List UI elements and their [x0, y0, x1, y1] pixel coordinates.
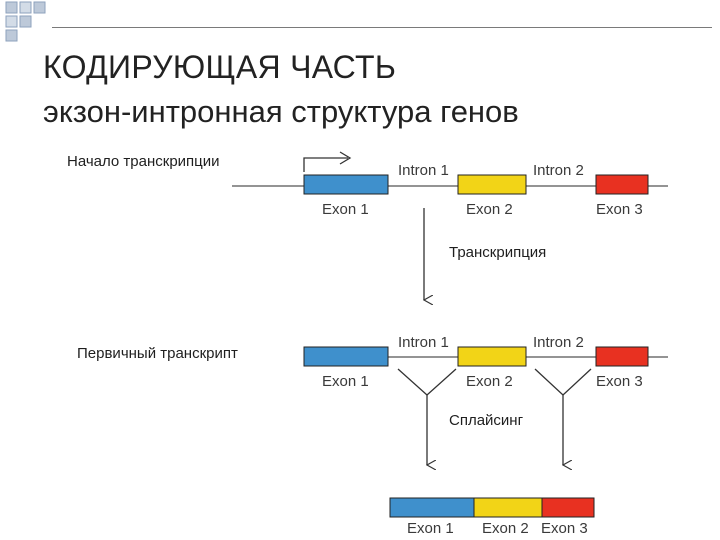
deco-square: [5, 1, 18, 14]
mature-exon3-label: Exon 3: [541, 520, 588, 537]
primary-exon3-label: Exon 3: [596, 373, 643, 390]
deco-square: [33, 1, 46, 14]
splice-junction-intron1: [397, 368, 457, 396]
primary-exon2-box: [457, 346, 527, 367]
mature-exon1-label: Exon 1: [407, 520, 454, 537]
deco-square: [19, 15, 32, 28]
transcription-start-label: Начало транскрипции: [67, 153, 220, 170]
primary-exon1-box: [303, 346, 389, 367]
primary-exon3-box: [595, 346, 649, 367]
gene-exon2-label: Exon 2: [466, 201, 513, 218]
corner-squares-decoration: [5, 1, 46, 42]
mature-exon2-box: [473, 497, 543, 518]
gene-intron2-label: Intron 2: [533, 162, 584, 179]
transcription-start-arrow: [303, 157, 348, 172]
transcription-start-arrowhead: [339, 151, 352, 165]
mature-exon1-box: [389, 497, 475, 518]
deco-square: [19, 1, 32, 14]
splicing-label: Сплайсинг: [449, 412, 524, 429]
primary-intron1-label: Intron 1: [398, 334, 449, 351]
primary-exon1-label: Exon 1: [322, 373, 369, 390]
transcription-label: Транскрипция: [449, 244, 546, 261]
gene-intron1-label: Intron 1: [398, 162, 449, 179]
mature-exon3-box: [541, 497, 595, 518]
gene-exon1-box: [303, 174, 389, 195]
slide-title: КОДИРУЮЩАЯ ЧАСТЬ: [43, 49, 397, 85]
gene-exon1-label: Exon 1: [322, 201, 369, 218]
slide-subtitle: экзон-интронная структура генов: [43, 94, 519, 129]
primary-transcript-label: Первичный транскрипт: [77, 345, 238, 362]
primary-intron2-label: Intron 2: [533, 334, 584, 351]
mature-exon2-label: Exon 2: [482, 520, 529, 537]
gene-exon3-box: [595, 174, 649, 195]
gene-exon2-box: [457, 174, 527, 195]
splice-junction-intron2: [534, 368, 592, 396]
deco-square: [5, 15, 18, 28]
title-rule: [52, 27, 712, 28]
primary-exon2-label: Exon 2: [466, 373, 513, 390]
deco-square: [5, 29, 18, 42]
gene-exon3-label: Exon 3: [596, 201, 643, 218]
